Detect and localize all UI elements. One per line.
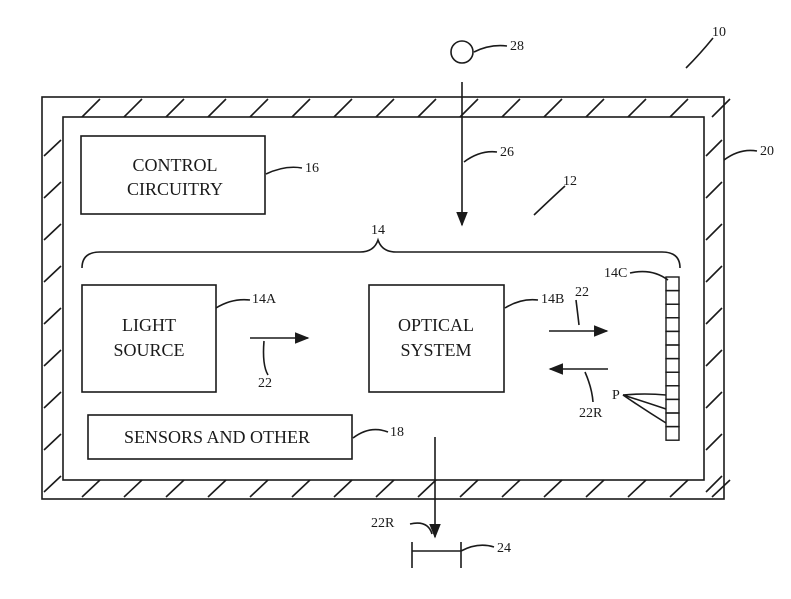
pixel: [665, 398, 680, 414]
housing: [41, 96, 731, 500]
pixel: [665, 330, 680, 346]
hatch-stroke: [705, 349, 723, 367]
sensors-block: SENSORS AND OTHER: [87, 414, 353, 460]
ref-14c: 14C: [604, 266, 627, 281]
pixel: [665, 412, 680, 428]
observer: [450, 40, 474, 227]
ref-22r-out: 22R: [371, 516, 395, 531]
hatch-stroke: [43, 265, 62, 283]
hatch-stroke: [501, 98, 521, 118]
hatch-stroke: [375, 98, 395, 118]
light-source-block: LIGHT SOURCE: [81, 284, 217, 393]
hatch-stroke: [249, 98, 269, 118]
pixel: [665, 289, 680, 305]
optical-system-label-2: SYSTEM: [400, 340, 471, 360]
hatch-stroke: [705, 433, 723, 451]
optical-system-label-1: OPTICAL: [398, 315, 474, 335]
ref-14a: 14A: [252, 292, 277, 307]
hatch-stroke: [705, 265, 723, 283]
ref-22r-inner: 22R: [579, 406, 603, 421]
hatch-stroke: [291, 98, 311, 118]
hatch-stroke: [43, 307, 62, 325]
hatch-stroke: [333, 98, 353, 118]
hatch-stroke: [711, 479, 731, 498]
hatch-stroke: [669, 479, 689, 498]
ref-16: 16: [305, 161, 319, 176]
hatch-stroke: [43, 349, 62, 367]
pixel-array: [665, 276, 680, 441]
hatch-stroke: [333, 479, 353, 498]
hatch-stroke: [249, 479, 269, 498]
light-source-label-1: LIGHT: [122, 315, 176, 335]
light-source-label-2: SOURCE: [113, 340, 184, 360]
hatch-stroke: [43, 433, 62, 451]
pixel: [665, 425, 680, 441]
hatch-stroke: [627, 479, 647, 498]
hatch-stroke: [417, 98, 437, 118]
hatch-stroke: [543, 479, 563, 498]
control-label-1: CONTROL: [133, 155, 218, 175]
hatch-stroke: [459, 98, 479, 118]
hatch-stroke: [123, 98, 143, 118]
hatch-stroke: [207, 98, 227, 118]
hatch-stroke: [459, 479, 479, 498]
ref-26: 26: [500, 145, 514, 160]
pixel: [665, 357, 680, 373]
ref-12: 12: [563, 174, 577, 189]
hatch-stroke: [627, 98, 647, 118]
control-label-2: CIRCUITRY: [127, 179, 223, 199]
pixel: [665, 317, 680, 333]
hatch-stroke: [123, 479, 143, 498]
pixel: [665, 385, 680, 401]
hatch-stroke: [207, 479, 227, 498]
sensors-label: SENSORS AND OTHER: [124, 427, 310, 447]
hatch-stroke: [417, 479, 437, 498]
hatch-stroke: [585, 98, 605, 118]
hatch-stroke: [43, 475, 62, 493]
ref-20: 20: [760, 144, 774, 159]
hatch-stroke: [43, 391, 62, 409]
hatch-stroke: [585, 479, 605, 498]
output-target: [411, 542, 462, 568]
leader-lines: [215, 37, 758, 552]
ref-28: 28: [510, 39, 524, 54]
hatch-stroke: [705, 223, 723, 241]
pixel: [665, 303, 680, 319]
hatch-stroke: [165, 98, 185, 118]
hatch-stroke: [705, 181, 723, 199]
ref-18: 18: [390, 425, 404, 440]
ref-22-left: 22: [258, 376, 272, 391]
hatch-stroke: [705, 475, 723, 493]
pixel: [665, 371, 680, 387]
hatch-stroke: [543, 98, 563, 118]
hatch-stroke: [165, 479, 185, 498]
hatch-stroke: [375, 479, 395, 498]
ref-14: 14: [371, 223, 385, 238]
ref-p: P: [612, 388, 620, 403]
ref-22-right: 22: [575, 285, 589, 300]
control-circuitry-block: CONTROL CIRCUITRY: [80, 135, 266, 215]
hatch-stroke: [705, 307, 723, 325]
pixel: [665, 344, 680, 360]
hatch-stroke: [81, 98, 101, 118]
hatch-stroke: [705, 391, 723, 409]
hatch-stroke: [501, 479, 521, 498]
hatch-stroke: [43, 139, 62, 157]
ref-14b: 14B: [541, 292, 564, 307]
hatch-stroke: [291, 479, 311, 498]
optical-system-block: OPTICAL SYSTEM: [368, 284, 505, 393]
hatch-stroke: [711, 98, 731, 118]
group-brace: [81, 237, 681, 269]
ref-10: 10: [712, 25, 726, 40]
hatch-stroke: [81, 479, 101, 498]
hatch-stroke: [705, 139, 723, 157]
ref-24: 24: [497, 541, 511, 556]
hatch-stroke: [669, 98, 689, 118]
housing-hatching: [43, 98, 731, 498]
hatch-stroke: [43, 223, 62, 241]
hatch-stroke: [43, 181, 62, 199]
